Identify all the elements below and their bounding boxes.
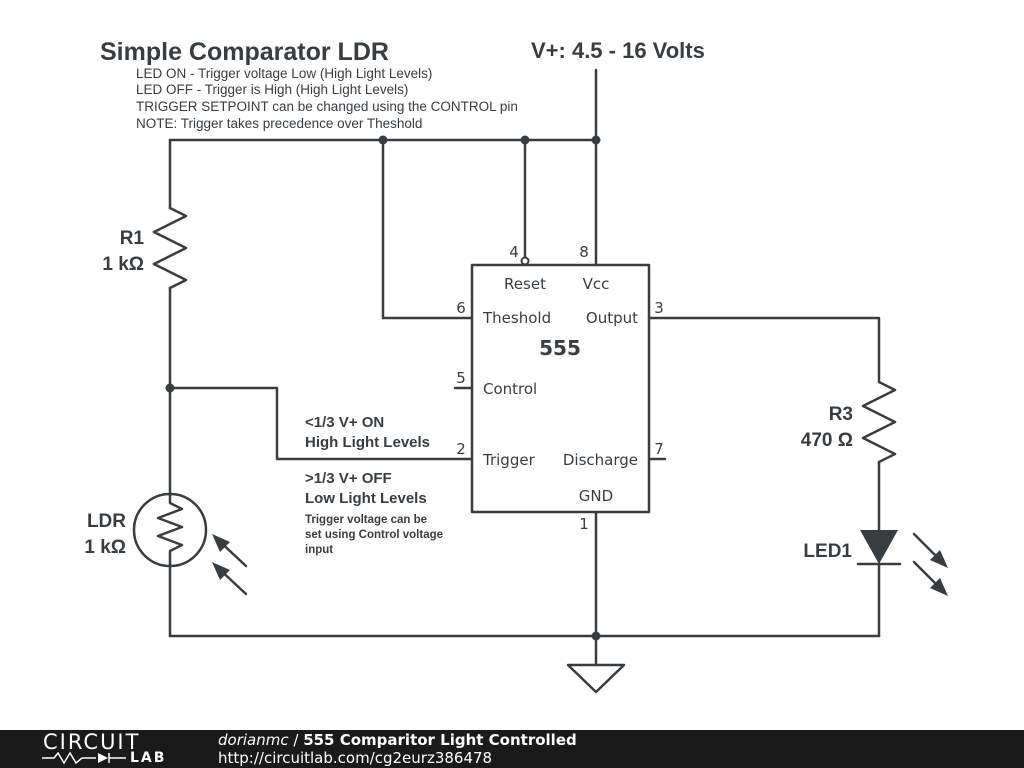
r3-value-label: 470 Ω [801, 430, 853, 451]
control-note-line-1: Trigger voltage can be [305, 514, 427, 526]
light-emission-arrow-icon [930, 550, 948, 568]
author-name[interactable]: dorianmc [218, 731, 289, 749]
led-diode [856, 530, 948, 638]
trigger-off-desc: Low Light Levels [305, 490, 427, 507]
led-name-label: LED1 [803, 541, 852, 562]
ground-icon [566, 663, 626, 694]
pin-4-number: 4 [509, 243, 519, 261]
trigger-on-label: <1/3 V+ ON [305, 414, 384, 431]
pin-gnd-label: GND [579, 487, 613, 505]
pin-trigger-label: Trigger [482, 451, 536, 469]
pin-threshold-label: Theshold [482, 309, 551, 327]
pin-discharge-label: Discharge [563, 451, 638, 469]
schematic-title: Simple Comparator LDR [100, 38, 389, 66]
light-arrow-icon [212, 534, 230, 552]
diode-triangle [860, 530, 898, 564]
pin-1-number: 1 [579, 515, 589, 533]
logo-text-top: CIRCUIT [43, 730, 141, 754]
r1-name-label: R1 [120, 228, 145, 249]
control-note-line-3: input [305, 544, 333, 556]
supply-label: V+: 4.5 - 16 Volts [531, 38, 705, 63]
pin-5-number: 5 [456, 369, 466, 387]
pin-vcc-label: Vcc [583, 275, 610, 293]
inversion-bubble [520, 256, 530, 266]
pin-3-number: 3 [654, 299, 664, 317]
pin-7-number: 7 [654, 440, 664, 458]
logo-text-bottom: LAB [130, 750, 167, 766]
ldr-photoresistor [132, 386, 248, 638]
r3-name-label: R3 [829, 404, 853, 425]
reset-wire [520, 138, 530, 266]
light-emission-arrow-icon [930, 578, 948, 596]
pin-6-number: 6 [456, 299, 466, 317]
light-arrow-icon [212, 562, 230, 580]
footer-bar: CIRCUIT LAB dorianmc / 555 Comparitor Li… [0, 730, 1024, 768]
title-separator: / [288, 731, 304, 749]
note-line-2: LED OFF - Trigger is High (High Light Le… [136, 82, 408, 97]
pin-8-number: 8 [579, 243, 589, 261]
pin-output-label: Output [586, 309, 638, 327]
resistor-r3 [647, 316, 897, 532]
junction-dot [591, 631, 601, 641]
ic-name: 555 [539, 336, 581, 360]
ldr-name-label: LDR [87, 511, 126, 532]
resistor-r1 [152, 138, 188, 390]
threshold-wire [381, 138, 474, 320]
resistor-diode-logo-icon [42, 751, 126, 765]
note-line-4: NOTE: Trigger takes precedence over Thes… [136, 116, 422, 131]
junction-dot [591, 135, 601, 145]
footer-title-line: dorianmc / 555 Comparitor Light Controll… [218, 731, 577, 749]
pin-reset-label: Reset [504, 275, 546, 293]
circuit-schematic: Simple Comparator LDR LED ON - Trigger v… [84, 38, 948, 694]
control-note-line-2: set using Control voltage [305, 529, 443, 541]
r1-value-label: 1 kΩ [102, 254, 144, 275]
note-line-1: LED ON - Trigger voltage Low (High Light… [136, 66, 432, 81]
circuitlab-logo[interactable]: CIRCUIT LAB [40, 731, 180, 767]
ground-rail [168, 510, 881, 694]
trigger-on-desc: High Light Levels [305, 434, 430, 451]
trigger-off-label: >1/3 V+ OFF [305, 470, 392, 487]
pin-2-number: 2 [456, 440, 466, 458]
circuit-title[interactable]: 555 Comparitor Light Controlled [303, 731, 577, 749]
ldr-value-label: 1 kΩ [84, 537, 126, 558]
pin-control-label: Control [483, 380, 537, 398]
circuit-url-link[interactable]: http://circuitlab.com/cg2eurz386478 [218, 749, 493, 767]
note-line-3: TRIGGER SETPOINT can be changed using th… [136, 99, 518, 114]
